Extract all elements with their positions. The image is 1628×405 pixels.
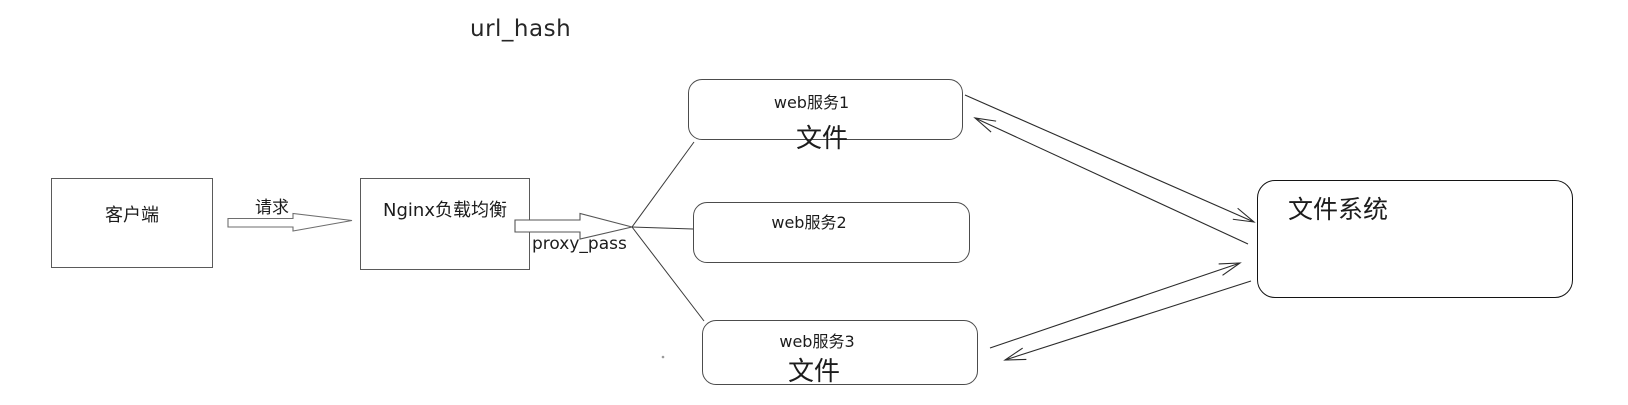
filesystem-node-box	[1257, 180, 1573, 298]
web-service-1-node-label: web服务1	[773, 93, 850, 112]
nginx-load-balancer-node-box	[360, 178, 530, 270]
web-service-3-file-sublabel: 文件	[787, 357, 840, 387]
client-node-label: 客户端	[105, 205, 159, 226]
arrow-web1-to-filesystem	[964, 94, 1256, 223]
web-service-3-node-label: web服务3	[779, 332, 855, 351]
arrow-filesystem-to-web1	[973, 117, 1249, 245]
nginx-load-balancer-node-label: Nginx负载均衡	[383, 200, 507, 221]
web-service-1-node-box	[688, 79, 963, 140]
fanout-line-to-web1	[631, 141, 695, 228]
client-node-box	[51, 178, 213, 268]
proxy-pass-edge-label: proxy_pass	[532, 234, 627, 254]
arrow-web3-to-filesystem	[989, 262, 1242, 349]
arrow-filesystem-to-web3	[1003, 280, 1252, 361]
stray-dot	[661, 355, 665, 359]
web-service-2-node-label: web服务2	[771, 213, 847, 232]
web-service-2-node-box	[693, 202, 970, 263]
diagram-title: url_hash	[470, 16, 572, 42]
web-service-1-file-sublabel: 文件	[795, 124, 848, 154]
web-service-3-node-box	[702, 320, 978, 385]
filesystem-node-label: 文件系统	[1288, 195, 1389, 224]
request-edge-label: 请求	[255, 198, 289, 218]
fanout-line-to-web2	[631, 226, 694, 230]
